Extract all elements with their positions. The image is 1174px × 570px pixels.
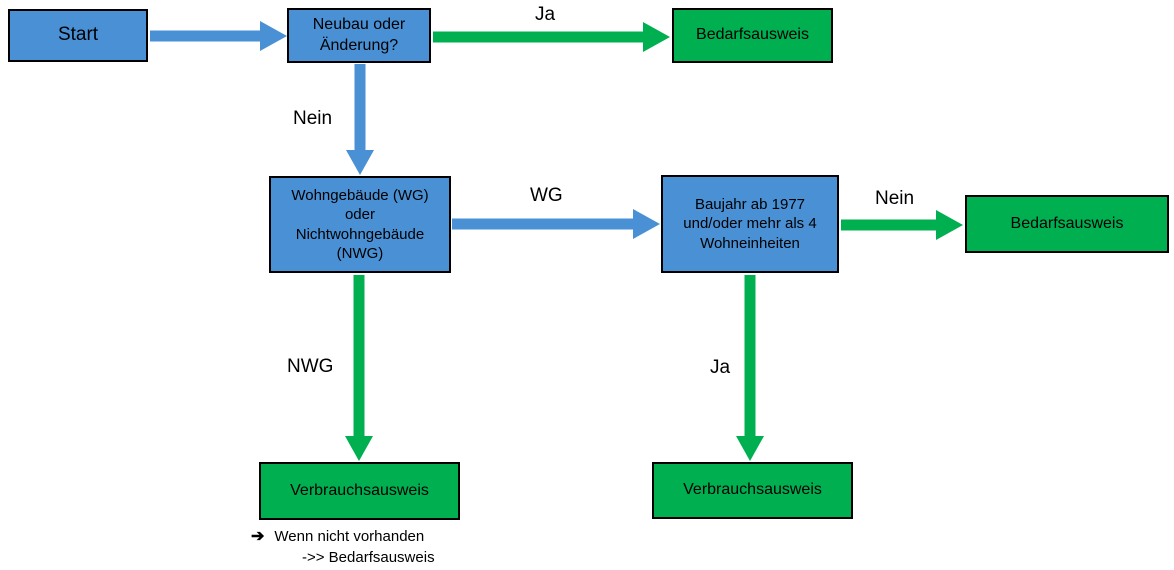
- node-bedarfsausweis-top: Bedarfsausweis: [672, 8, 833, 63]
- arrow-shaft: [354, 64, 366, 153]
- node-bedarfsausweis-right: Bedarfsausweis: [965, 195, 1169, 253]
- edge-label-nein-down: Nein: [293, 108, 333, 129]
- footnote-line2: ->> Bedarfsausweis: [302, 548, 435, 566]
- edge-label-nwg: NWG: [287, 356, 334, 377]
- node-start: Start: [8, 9, 148, 62]
- arrow-head-icon: [633, 209, 660, 239]
- arrow-shaft: [744, 275, 756, 439]
- arrow-head-icon: [346, 150, 374, 175]
- arrow-head-icon: [345, 436, 373, 461]
- arrow-shaft: [353, 275, 365, 439]
- edge-label-wg: WG: [530, 185, 563, 206]
- node-verbrauchsausweis-right: Verbrauchsausweis: [652, 462, 853, 519]
- arrow-head-icon: [936, 210, 963, 240]
- edge-label-ja-top: Ja: [534, 4, 556, 25]
- node-baujahr-ab-1977: Baujahr ab 1977 und/oder mehr als 4 Wohn…: [661, 175, 839, 273]
- node-verbrauchsausweis-left: Verbrauchsausweis: [259, 462, 460, 520]
- arrow-shaft: [841, 219, 938, 231]
- arrow-neubau-to-bedarfsausweis: [433, 22, 670, 52]
- edge-label-ja-down: Ja: [710, 357, 731, 378]
- edge-label-nein-right: Nein: [875, 188, 915, 209]
- arrow-head-icon: [260, 21, 287, 51]
- arrow-gebaeude-to-baujahr: [452, 209, 660, 239]
- node-wohngebaeude-oder-nichtwohngebaeude: Wohngebäude (WG) oder Nichtwohngebäude (…: [269, 176, 451, 273]
- arrow-shaft: [150, 30, 262, 42]
- arrow-neubau-to-gebaeude: [345, 64, 375, 175]
- arrow-start-to-neubau: [150, 21, 287, 51]
- arrow-gebaeude-to-verbrauchsausweis: [344, 275, 374, 461]
- arrow-shaft: [452, 218, 635, 230]
- footnote-line1: Wenn nicht vorhanden: [274, 527, 425, 545]
- arrow-baujahr-to-verbrauchsausweis: [735, 275, 765, 461]
- footnote: ➔ Wenn nicht vorhanden ->> Bedarfsauswei…: [251, 526, 435, 568]
- arrow-head-icon: [643, 22, 670, 52]
- arrow-shaft: [433, 31, 645, 43]
- arrow-baujahr-to-bedarfsausweis: [841, 210, 963, 240]
- arrow-bullet-icon: ➔: [251, 528, 265, 545]
- node-neubau-oder-aenderung: Neubau oder Änderung?: [287, 8, 431, 63]
- arrow-head-icon: [736, 436, 764, 461]
